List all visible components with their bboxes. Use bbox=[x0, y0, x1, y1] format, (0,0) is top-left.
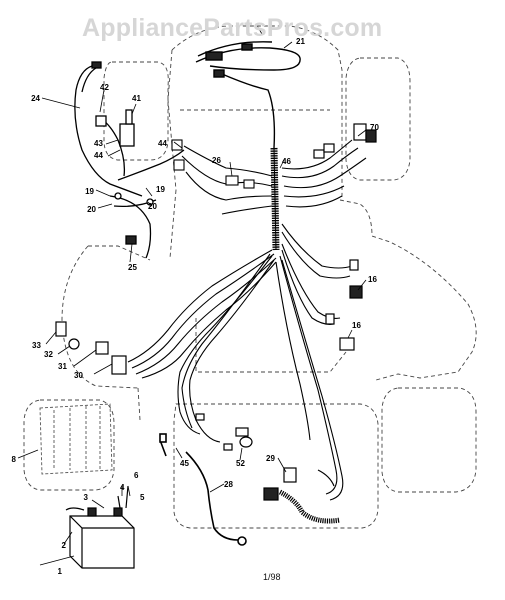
callout-label: 43 bbox=[94, 139, 103, 148]
callout-label: 3 bbox=[84, 493, 89, 502]
callout-labels: 1 2 3 4 5 6 8 16 16 19 19 20 20 21 24 25… bbox=[12, 37, 380, 576]
fender-bracket bbox=[39, 403, 113, 475]
callout-label: 1 bbox=[58, 567, 63, 576]
dash-harness bbox=[74, 61, 185, 259]
callout-label: 5 bbox=[140, 493, 145, 502]
callout-label: 70 bbox=[370, 123, 379, 132]
callout-label: 6 bbox=[134, 471, 139, 480]
main-harness-wires bbox=[127, 139, 367, 501]
chassis-outline bbox=[23, 25, 477, 529]
callout-label: 20 bbox=[148, 202, 157, 211]
callout-label: 21 bbox=[296, 37, 305, 46]
callout-label: 31 bbox=[58, 362, 67, 371]
rear-components bbox=[195, 413, 341, 524]
left-switches bbox=[55, 321, 127, 375]
battery bbox=[65, 485, 135, 569]
callout-label: 19 bbox=[156, 185, 165, 194]
callout-label: 29 bbox=[266, 454, 275, 463]
callout-label: 42 bbox=[100, 83, 109, 92]
callout-label: 25 bbox=[128, 263, 137, 272]
callout-label: 44 bbox=[94, 151, 103, 160]
right-connectors bbox=[313, 123, 377, 351]
callout-label: 52 bbox=[236, 459, 245, 468]
callout-label: 30 bbox=[74, 371, 83, 380]
callout-label: 24 bbox=[31, 94, 40, 103]
callout-label: 26 bbox=[212, 156, 221, 165]
callout-label: 16 bbox=[352, 321, 361, 330]
leader-lines bbox=[17, 23, 367, 566]
date-code: 1/98 bbox=[263, 572, 281, 582]
callout-label: 46 bbox=[282, 157, 291, 166]
callout-label: 44 bbox=[158, 139, 167, 148]
callout-label: 2 bbox=[62, 541, 67, 550]
callout-label: 16 bbox=[368, 275, 377, 284]
watermark-text: AppliancePartsPros.com bbox=[82, 14, 383, 42]
callout-label: 28 bbox=[224, 480, 233, 489]
callout-label: 20 bbox=[87, 205, 96, 214]
front-harness bbox=[195, 41, 301, 149]
wire-loom-coil bbox=[270, 147, 280, 251]
callout-label: 19 bbox=[85, 187, 94, 196]
ground-cable bbox=[159, 433, 247, 546]
callout-label: 33 bbox=[32, 341, 41, 350]
callout-label: 45 bbox=[180, 459, 189, 468]
callout-label: 4 bbox=[120, 483, 125, 492]
callout-label: 32 bbox=[44, 350, 53, 359]
callout-label: 8 bbox=[12, 455, 17, 464]
callout-label: 41 bbox=[132, 94, 141, 103]
